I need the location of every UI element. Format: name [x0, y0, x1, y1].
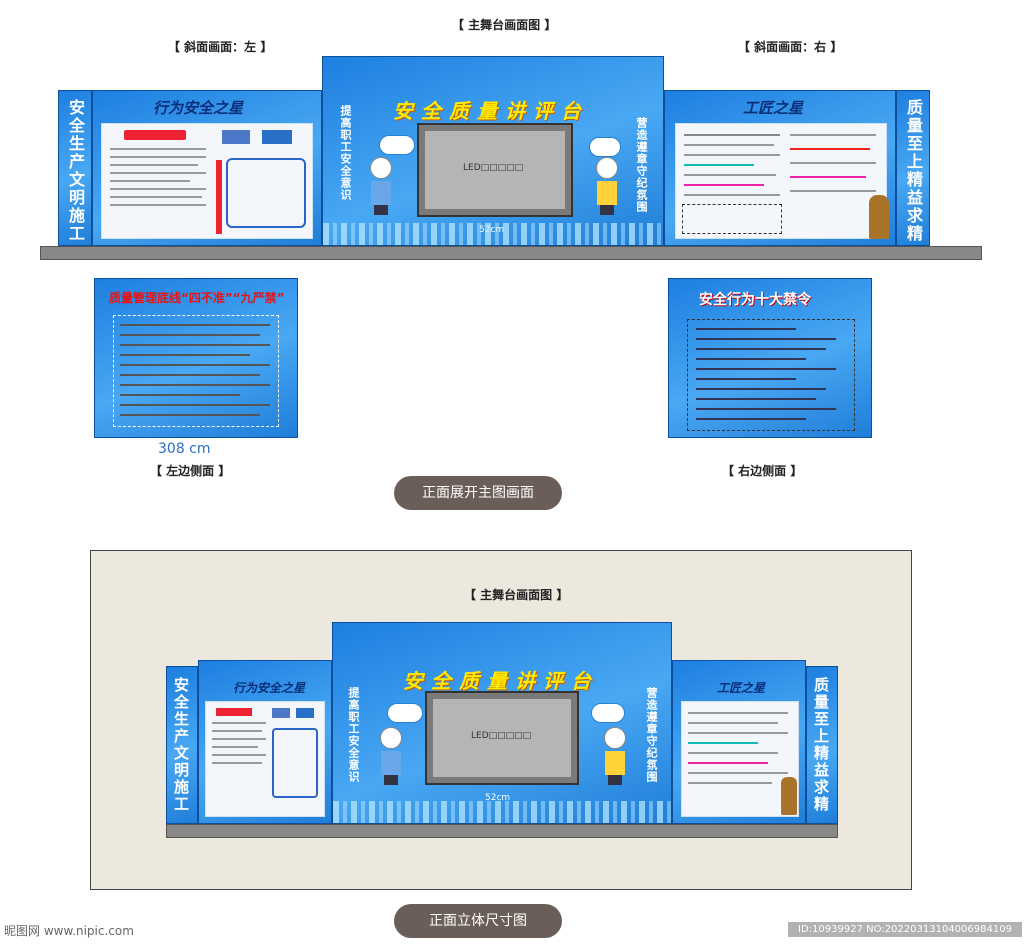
bottom-worker-male-icon — [379, 727, 403, 785]
bottom-left-slope: 行为安全之星 — [198, 660, 332, 824]
watermark-site: 昵图网 www.nipic.com — [4, 924, 134, 938]
bottom-right-speech-bubble — [591, 703, 625, 723]
led-screen: LED□□□□□ — [417, 123, 573, 217]
bottom-main-stage-label: 【 主舞台画面图 】 — [464, 588, 569, 602]
bottom-stage-title: 安全质量讲评台 — [403, 669, 599, 693]
stage-floor — [40, 246, 982, 260]
right-side-content — [687, 319, 855, 431]
right-pillar: 质量至上精益求精 — [896, 90, 930, 246]
badge-icon — [222, 130, 250, 144]
left-slope-label: 【 斜面画面：左 】 — [168, 40, 273, 54]
left-side-label: 【 左边侧面 】 — [150, 464, 231, 478]
bottom-right-panel-title: 工匠之星 — [717, 681, 766, 695]
right-slope-panel: 工匠之星 — [664, 90, 896, 246]
bottom-center-stage: 安全质量讲评台 提高职工安全意识 营造遵章守纪氛围 LED□□□□□ 52cm — [332, 622, 672, 824]
screen-text: LED□□□□□ — [463, 163, 524, 173]
worker-male-icon — [369, 157, 393, 215]
right-side-title: 安全行为十大禁令 — [699, 292, 811, 308]
left-speech-bubble — [379, 135, 415, 155]
right-panel-title: 工匠之星 — [743, 99, 804, 117]
left-side-panel: 质量管理底线“四不准”“九严禁” — [94, 278, 298, 438]
bottom-right-pillar-text: 质量至上精益求精 — [812, 677, 830, 813]
right-side-panel: 安全行为十大禁令 — [668, 278, 872, 438]
rules-box — [226, 158, 306, 228]
right-slope-label: 【 斜面画面：右 】 — [738, 40, 843, 54]
right-panel-card — [675, 123, 887, 239]
right-pillar-text: 质量至上精益求精 — [904, 99, 923, 243]
city-skyline — [323, 223, 663, 245]
statue-icon — [869, 195, 889, 239]
center-stage: 安全质量讲评台 提高职工安全意识 营造遵章守纪氛围 LED□□□□□ 52cm — [322, 56, 664, 246]
left-pillar: 安全生产文明施工 — [58, 90, 92, 246]
red-bar — [216, 160, 222, 234]
left-panel-title: 行为安全之星 — [153, 99, 244, 117]
bottom-stage-left-text: 提高职工安全意识 — [347, 687, 360, 783]
left-panel-card — [101, 123, 313, 239]
bottom-screen-text: LED□□□□□ — [471, 731, 532, 741]
bottom-left-panel-title: 行为安全之星 — [233, 681, 306, 695]
bottom-left-speech-bubble — [387, 703, 423, 723]
left-side-content — [113, 315, 279, 427]
bottom-right-pillar: 质量至上精益求精 — [806, 666, 838, 824]
left-slope-panel: 行为安全之星 — [92, 90, 322, 246]
right-speech-bubble — [589, 137, 621, 157]
front-expand-button[interactable]: 正面展开主图画面 — [394, 476, 562, 510]
red-banner — [124, 130, 186, 140]
bottom-statue-icon — [781, 777, 797, 815]
left-side-title: 质量管理底线“四不准”“九严禁” — [109, 291, 285, 305]
stage-title: 安全质量讲评台 — [393, 99, 589, 123]
bottom-stage-right-text: 营造遵章守纪氛围 — [645, 687, 658, 783]
stage-right-text: 营造遵章守纪氛围 — [635, 117, 648, 213]
bottom-dimension-label: 52cm — [485, 793, 511, 803]
bottom-left-pillar: 安全生产文明施工 — [166, 666, 198, 824]
bottom-left-pillar-text: 安全生产文明施工 — [172, 677, 190, 813]
left-pillar-text: 安全生产文明施工 — [66, 99, 85, 243]
bottom-floor — [166, 824, 838, 838]
bottom-right-slope: 工匠之星 — [672, 660, 806, 824]
front-3d-button[interactable]: 正面立体尺寸图 — [394, 904, 562, 938]
watermark-id: ID:10939927 NO:20220313104006984109 — [788, 922, 1022, 937]
bottom-left-card — [205, 701, 325, 817]
bottom-led-screen: LED□□□□□ — [425, 691, 579, 785]
bottom-worker-female-icon — [603, 727, 627, 785]
worker-female-icon — [595, 157, 619, 215]
bottom-city-skyline — [333, 801, 671, 823]
bottom-right-card — [681, 701, 799, 817]
right-side-label: 【 右边侧面 】 — [722, 464, 803, 478]
left-dimension: 308 cm — [158, 441, 211, 457]
stage-left-text: 提高职工安全意识 — [339, 105, 352, 201]
card-icon — [262, 130, 292, 144]
main-stage-label: 【 主舞台画面图 】 — [452, 18, 557, 32]
